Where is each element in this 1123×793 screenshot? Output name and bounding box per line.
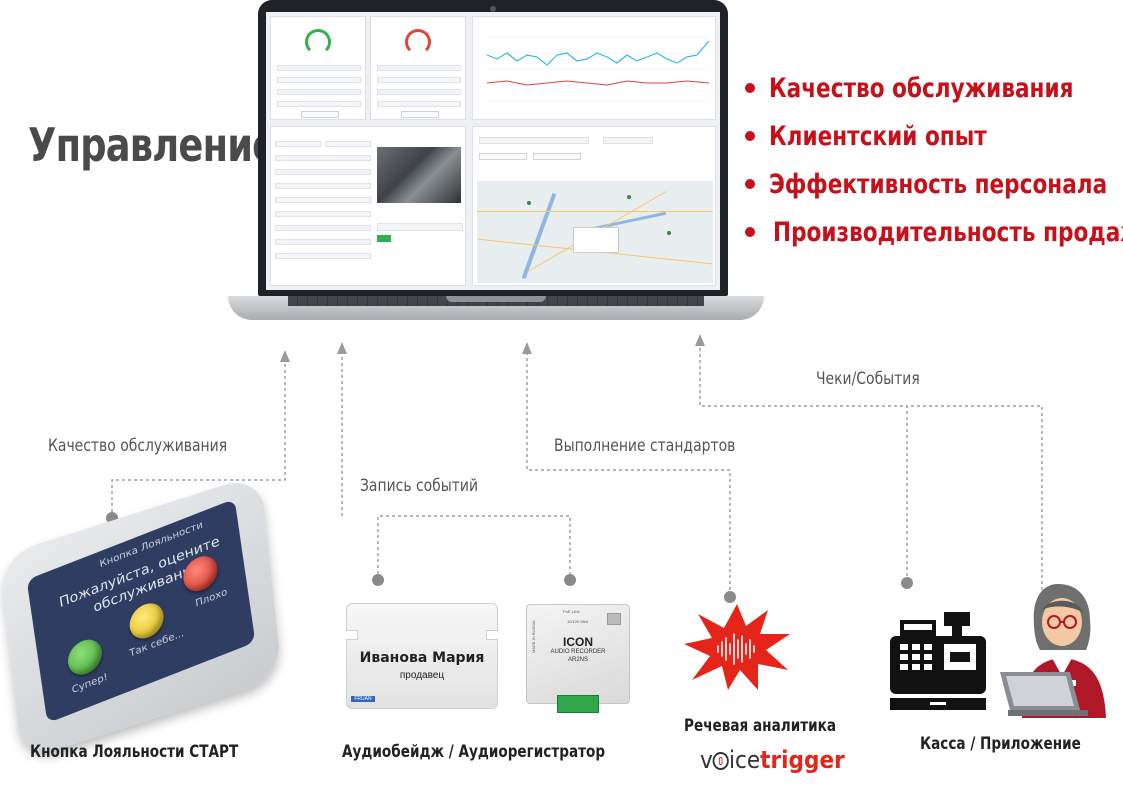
- node-dot-icon: [724, 591, 736, 603]
- gauge-panel: [370, 16, 466, 120]
- chart-panel: [472, 16, 716, 120]
- ethernet-port-icon: [607, 613, 621, 625]
- connector-label-receipts: Чеки/События: [816, 369, 920, 389]
- audio-recorder-device: PoE LAN 10/100 Mbit ICON AUDIO RECORDER …: [526, 604, 630, 713]
- recorder-origin: MADE IN RUSSIA: [531, 620, 536, 653]
- gauge-icon: [405, 29, 431, 55]
- node-dot-icon: [564, 574, 576, 586]
- badge-logo: FRUAN: [351, 696, 375, 702]
- goal-item: Эффективность персонала: [745, 160, 1115, 208]
- dashboard-screen: [266, 12, 720, 290]
- camera-icon: [490, 6, 496, 12]
- management-goals-list: Качество обслуживания Клиентский опыт Эф…: [745, 64, 1123, 256]
- map-view: [477, 181, 713, 283]
- goal-label: Эффективность персонала: [769, 168, 1108, 200]
- recorder-speed: 10/100 Mbit: [567, 619, 588, 624]
- arrow-icon: [695, 334, 705, 346]
- green-button-icon: [65, 634, 105, 680]
- badge-name: Иванова Мария: [359, 650, 485, 666]
- rating-label: Супер!: [71, 671, 109, 697]
- microphone-icon: [712, 752, 729, 770]
- caption-audio-devices: Аудиобейдж / Аудиорегистратор: [342, 742, 606, 762]
- bullet-icon: [745, 179, 755, 189]
- terminal-block-icon: [557, 695, 599, 713]
- trend-chart-graphic: [486, 36, 710, 102]
- video-frame: [377, 147, 461, 203]
- form-panel: [270, 126, 466, 286]
- caption-register-app: Касса / Приложение: [920, 734, 1081, 754]
- cash-register-icon: [890, 612, 986, 710]
- connector-label-standards: Выполнение стандартов: [554, 436, 736, 456]
- bullet-icon: [745, 83, 755, 93]
- gauge-icon: [305, 29, 331, 55]
- loyalty-button-device: Кнопка Лояльности Пожалуйста, оцените об…: [0, 473, 283, 761]
- speech-analytics-icon: [684, 604, 790, 690]
- gauge-panel: [270, 16, 366, 120]
- badge-role: продавец: [399, 670, 445, 681]
- node-dot-icon: [901, 577, 913, 589]
- goal-item: Производительность продаж: [745, 208, 1123, 256]
- arrow-icon: [280, 350, 290, 362]
- connector-label-quality: Качество обслуживания: [48, 436, 228, 456]
- map-panel: [472, 126, 716, 286]
- page-title: Управление:: [28, 118, 291, 172]
- recorder-model: AR2NS: [567, 657, 588, 663]
- connector-label-events: Запись событий: [360, 476, 479, 496]
- laptop-notch: [446, 296, 546, 302]
- cashier-person-icon: [1000, 584, 1106, 718]
- goal-label: Качество обслуживания: [769, 72, 1074, 104]
- goal-label: Производительность продаж: [773, 216, 1123, 248]
- arrow-icon: [522, 342, 532, 354]
- arrow-icon: [337, 342, 347, 354]
- caption-loyalty-button: Кнопка Лояльности СТАРТ: [30, 742, 239, 762]
- goal-label: Клиентский опыт: [769, 120, 987, 152]
- goal-item: Клиентский опыт: [745, 112, 1115, 160]
- recorder-ports: PoE LAN: [563, 609, 580, 614]
- bullet-icon: [745, 131, 755, 141]
- bullet-icon: [745, 227, 755, 237]
- goal-item: Качество обслуживания: [745, 64, 1115, 112]
- recorder-brand: ICON: [563, 635, 593, 649]
- standards-connector: [526, 354, 731, 596]
- audio-badge-device: Иванова Мария продавец FRUAN: [346, 603, 498, 709]
- recorder-subtitle: AUDIO RECORDER: [550, 649, 606, 655]
- laptop-dashboard-image: [228, 0, 764, 330]
- events-connector: [377, 515, 571, 580]
- caption-speech-analytics: Речевая аналитика: [684, 716, 837, 736]
- quality-connector: [111, 362, 286, 518]
- node-dot-icon: [372, 574, 384, 586]
